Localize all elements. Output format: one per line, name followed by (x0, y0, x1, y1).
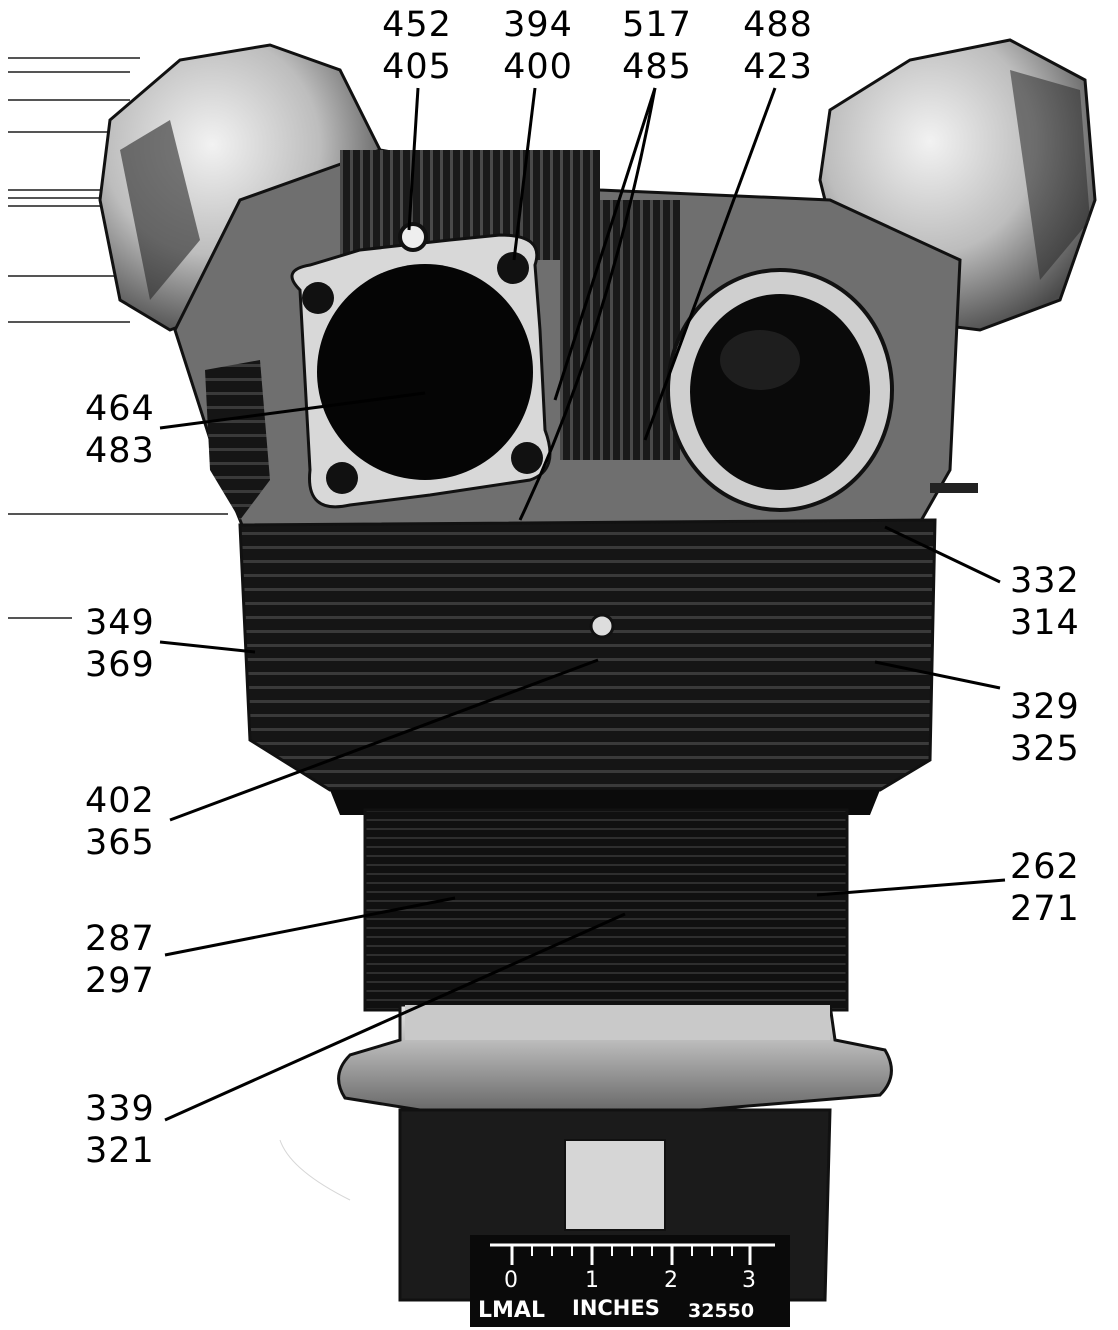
callout-c12: 339 321 (85, 1088, 155, 1172)
callout-c3-top: 517 (622, 5, 692, 45)
callout-c2-bottom: 400 (503, 47, 573, 87)
upper-cooling-fins (238, 518, 937, 792)
callout-c9-bottom: 365 (85, 823, 155, 863)
callout-c11: 287 297 (85, 918, 155, 1002)
scale-tick-2: 2 (664, 1268, 678, 1293)
callout-c5: 464 483 (85, 388, 155, 472)
scale-caption-lmal: LMAL (478, 1298, 545, 1323)
callout-c1: 452 405 (372, 4, 462, 88)
callout-c6: 332 314 (1010, 560, 1080, 644)
callout-c9: 402 365 (85, 780, 155, 864)
callout-c8-top: 329 (1010, 687, 1080, 727)
callout-c4-bottom: 423 (743, 47, 813, 87)
callout-c2-top: 394 (503, 5, 573, 45)
callout-c8-bottom: 325 (1010, 729, 1080, 769)
callout-c7-bottom: 369 (85, 645, 155, 685)
callout-c7: 349 369 (85, 602, 155, 686)
callout-c5-top: 464 (85, 389, 155, 429)
callout-c8: 329 325 (1010, 686, 1080, 770)
callout-c10: 262 271 (1010, 846, 1080, 930)
cylinder-barrel (363, 808, 849, 1012)
scale-tick-0: 0 (504, 1268, 518, 1293)
callout-c1-top: 452 (382, 5, 452, 45)
callout-c5-bottom: 483 (85, 431, 155, 471)
callout-c4: 488 423 (733, 4, 823, 88)
callout-c6-top: 332 (1010, 561, 1080, 601)
callout-c9-top: 402 (85, 781, 155, 821)
callout-c2: 394 400 (493, 4, 583, 88)
scale-caption-number: 32550 (688, 1300, 755, 1322)
callout-c3-bottom: 485 (622, 47, 692, 87)
callout-c12-top: 339 (85, 1089, 155, 1129)
callout-c3: 517 485 (612, 4, 702, 88)
scale-tick-3: 3 (742, 1268, 756, 1293)
callout-c11-bottom: 297 (85, 961, 155, 1001)
scale-caption-inches: INCHES (572, 1296, 660, 1320)
callout-c10-top: 262 (1010, 847, 1080, 887)
scale-tick-1: 1 (585, 1268, 599, 1293)
callout-c4-top: 488 (743, 5, 813, 45)
callout-c12-bottom: 321 (85, 1131, 155, 1171)
callout-c7-top: 349 (85, 603, 155, 643)
exhaust-port (317, 264, 533, 480)
leader-lines (159, 87, 1006, 1122)
callout-c10-bottom: 271 (1010, 889, 1080, 929)
callout-c1-bottom: 405 (382, 47, 452, 87)
callout-c11-top: 287 (85, 919, 155, 959)
scale-bar (470, 1235, 790, 1327)
scan-artifacts (8, 57, 228, 619)
callout-c6-bottom: 314 (1010, 603, 1080, 643)
